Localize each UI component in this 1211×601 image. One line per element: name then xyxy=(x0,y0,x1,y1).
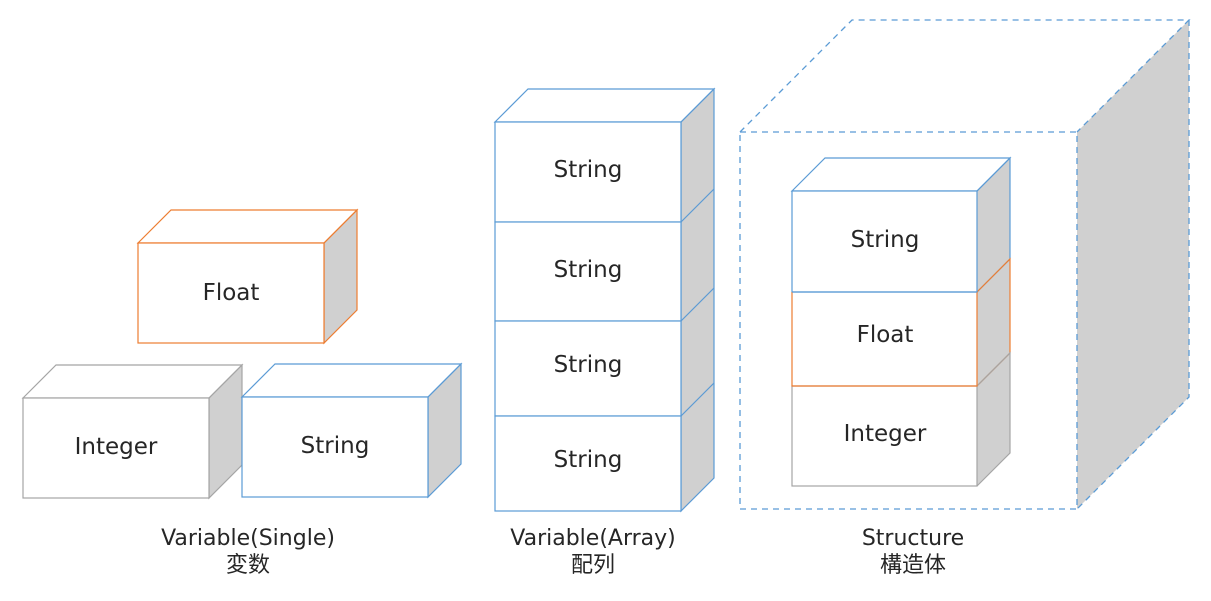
array-item-label: String xyxy=(553,447,623,473)
structure-stack xyxy=(790,156,1012,487)
structure-caption: Structure 構造体 xyxy=(862,525,964,579)
single-caption-line2: 変数 xyxy=(225,553,270,578)
array-item-label: String xyxy=(553,257,623,283)
array-caption-line1: Variable(Array) xyxy=(510,526,676,551)
array-item-label: String xyxy=(553,352,623,378)
single-float-box xyxy=(136,208,359,345)
array-item-box xyxy=(494,415,682,512)
array-item-label: String xyxy=(553,157,623,183)
structure-item-label: Float xyxy=(856,322,914,348)
array-caption: Variable(Array) 配列 xyxy=(510,525,676,579)
structure-item-label: Integer xyxy=(843,421,927,447)
structure-string-box xyxy=(791,190,978,293)
array-caption-line2: 配列 xyxy=(570,553,615,578)
array-item-box xyxy=(494,320,682,417)
single-caption: Variable(Single) 変数 xyxy=(161,525,335,579)
single-caption-line1: Variable(Single) xyxy=(161,526,335,551)
structure-integer-box xyxy=(791,385,978,487)
single-float-label: Float xyxy=(202,280,260,306)
single-string-label: String xyxy=(300,433,370,459)
structure-container-box xyxy=(739,19,1191,510)
structure-caption-line2: 構造体 xyxy=(879,553,946,578)
array-stack xyxy=(493,87,716,513)
single-string-box xyxy=(240,362,463,499)
array-item-box xyxy=(494,221,682,322)
structure-item-label: String xyxy=(850,227,920,253)
array-item-box xyxy=(494,121,682,223)
single-integer-box xyxy=(21,363,244,500)
structure-caption-line1: Structure xyxy=(861,526,965,551)
single-integer-label: Integer xyxy=(74,434,158,460)
